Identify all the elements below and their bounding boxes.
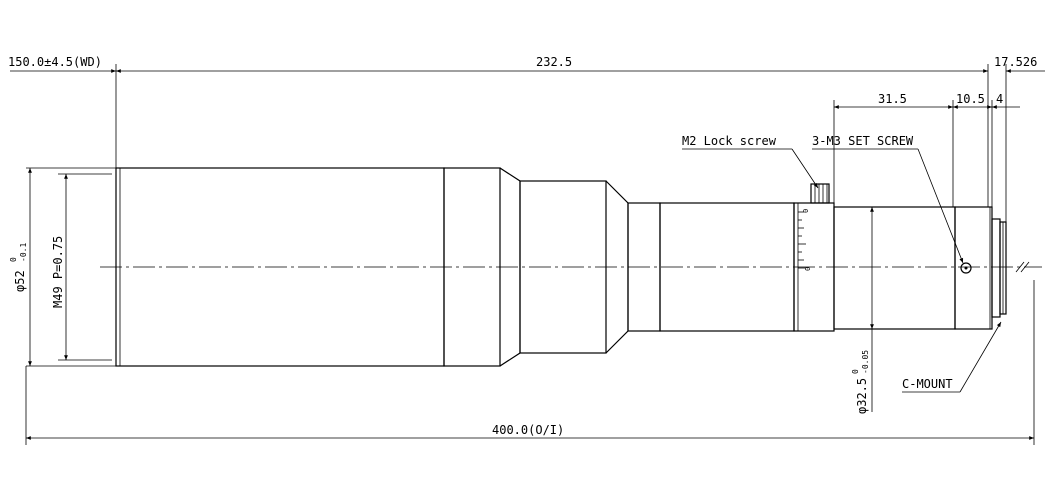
callout-c-mount: C-MOUNT: [902, 321, 1002, 393]
dim-31-5: 31.5: [878, 92, 907, 106]
dim-10-5: 10.5: [956, 92, 985, 106]
extension-lines: [25, 64, 1035, 445]
svg-text:3-M3 SET SCREW: 3-M3 SET SCREW: [812, 134, 914, 148]
callout-lock-screw: M2 Lock screw: [682, 134, 819, 189]
dim-working-distance: 150.0±4.5(WD): [8, 55, 102, 69]
svg-text:M2 Lock screw: M2 Lock screw: [682, 134, 777, 148]
dim-front-diameter: φ52 0 -0.1: [9, 243, 28, 292]
dim-4: 4: [996, 92, 1003, 106]
svg-text:M49 P=0.75: M49 P=0.75: [51, 236, 65, 308]
dim-length-mid: 232.5: [536, 55, 572, 69]
dim-rear-tol-upper: 0: [851, 369, 860, 374]
scale-ticks: [798, 211, 806, 269]
callout-set-screw: 3-M3 SET SCREW: [812, 134, 964, 264]
dim-front-tol-lower: -0.1: [19, 243, 28, 262]
dim-total: 400.0(O/I): [492, 423, 564, 437]
dim-rear-tol-lower: -0.05: [861, 350, 870, 374]
dim-front-tol-upper: 0: [9, 257, 18, 262]
dim-thread: M49 P=0.75: [51, 236, 65, 308]
lock-screw-knob: [810, 183, 830, 204]
svg-text:φ32.5: φ32.5: [855, 378, 869, 414]
c-mount-thread: [991, 218, 1007, 318]
svg-text:C-MOUNT: C-MOUNT: [902, 377, 953, 391]
dimension-lines: [10, 69, 1045, 440]
dim-length-tail: 17.526: [994, 55, 1037, 69]
scale-zero-mid: 0: [804, 267, 812, 271]
scale-zero-top: 0: [802, 209, 810, 213]
set-screw-icon: [960, 262, 972, 274]
rear-barrel: [833, 206, 956, 330]
svg-text:φ52: φ52: [13, 270, 27, 292]
dim-rear-diameter: φ32.5 0 -0.05: [851, 350, 870, 414]
